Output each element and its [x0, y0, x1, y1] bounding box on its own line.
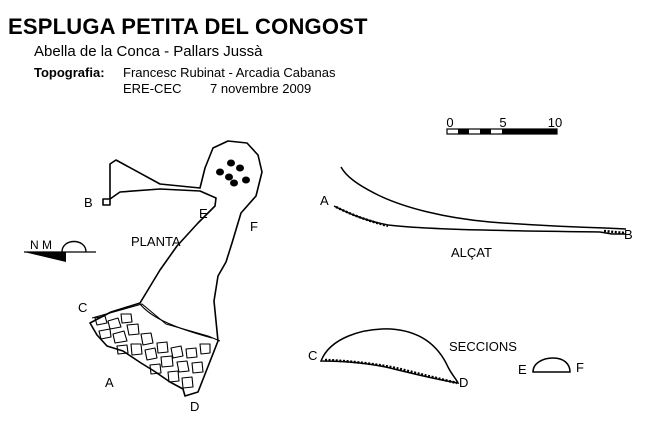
plan-view: [89, 140, 263, 397]
location-subtitle: Abella de la Conca - Pallars Jussà: [34, 43, 263, 60]
north-arrow-arc: [61, 240, 87, 253]
elevation-view: [333, 166, 627, 235]
plan-point-d: D: [190, 399, 199, 414]
north-arrow: N M: [24, 238, 96, 262]
plan-outline: [89, 140, 263, 397]
north-arrow-label: N M: [30, 238, 52, 252]
sections-label: SECCIONS: [449, 339, 517, 354]
scale-tick-0: 0: [446, 115, 453, 130]
section-ef: [532, 357, 571, 373]
section-point-c: C: [308, 348, 317, 363]
elevation-rubble: [335, 205, 389, 228]
section-point-f: F: [576, 360, 584, 375]
section-cd-outline: [319, 328, 460, 384]
section-line: [139, 303, 213, 339]
plan-point-a: A: [105, 375, 114, 390]
ceiling-holes: [216, 159, 250, 187]
scale-bar-segment: [502, 129, 557, 134]
scale-bar: 0 5 10: [446, 115, 562, 135]
organization-name: ERE-CEC: [123, 81, 182, 96]
elevation-end-rubble: [603, 229, 627, 235]
plan-point-e: E: [199, 206, 208, 221]
elevation-ceiling: [340, 166, 627, 230]
survey-date: 7 novembre 2009: [210, 81, 312, 96]
plan-point-b: B: [84, 195, 93, 210]
map-title: ESPLUGA PETITA DEL CONGOST: [8, 14, 368, 39]
elevation-point-a: A: [320, 193, 329, 208]
section-ef-outline: [532, 357, 571, 373]
scale-tick-5: 5: [499, 115, 506, 130]
plan-point-c: C: [78, 300, 87, 315]
elevation-floor: [333, 205, 626, 235]
topography-label: Topografia:: [34, 65, 105, 80]
boulder-field: [94, 313, 211, 389]
scale-bar-segment: [480, 129, 491, 134]
elevation-view-label: ALÇAT: [451, 245, 492, 260]
plan-view-label: PLANTA: [131, 234, 181, 249]
plan-point-f: F: [250, 219, 258, 234]
scale-bar-segment: [458, 129, 469, 134]
topography-authors: Francesc Rubinat - Arcadia Cabanas: [123, 65, 336, 80]
north-arrow-icon: [24, 252, 66, 262]
scale-tick-10: 10: [548, 115, 562, 130]
section-cd-rubble: [324, 358, 458, 385]
section-point-d: D: [459, 375, 468, 390]
section-point-e: E: [518, 362, 527, 377]
elevation-point-b: B: [624, 227, 633, 242]
section-cd: [319, 328, 460, 385]
